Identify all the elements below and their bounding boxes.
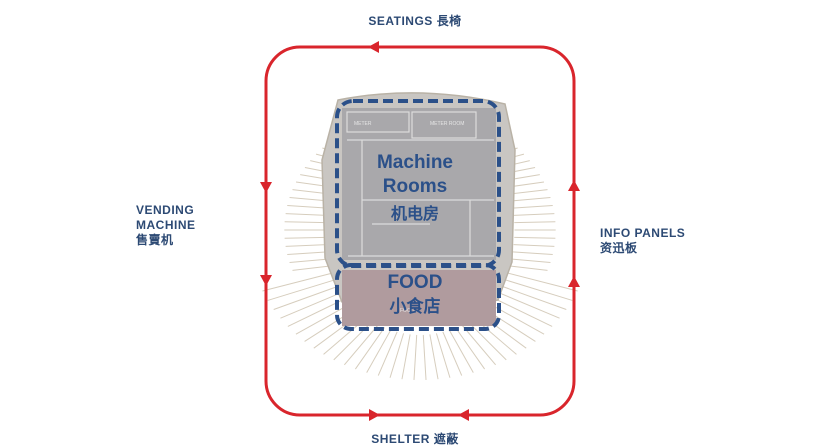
loop-arrow-bottom-right (458, 409, 469, 421)
zone-label-machine-rooms: Machine Rooms 机电房 (0, 151, 830, 227)
label-seatings: SEATINGS 長椅 (368, 14, 462, 28)
loop-arrow-right (568, 180, 580, 191)
circulation-loop (264, 45, 576, 417)
loop-arrow-bottom-left (369, 409, 380, 421)
loop-arrow-left-lower (260, 275, 272, 286)
zone-machine-en: Machine Rooms (376, 152, 454, 197)
plan-tag-food: FOOD (400, 308, 415, 314)
label-info-panels: INFO PANELS 资迅板 (600, 226, 685, 256)
food-floor (342, 270, 496, 326)
zone-food-zh: 小食店 (389, 297, 441, 316)
loop-arrow-left (260, 182, 272, 193)
loop-arrow-right-lower (568, 276, 580, 287)
label-info-panels-en: INFO PANELS (600, 226, 686, 240)
zone-label-food: FOOD 小食店 (0, 272, 830, 318)
label-vending-machine: VENDING MACHINE 售賣机 (136, 203, 206, 248)
label-info-panels-zh: 资迅板 (600, 241, 638, 255)
food-zone-outline (335, 263, 501, 331)
loop-arrow-top (368, 41, 379, 53)
zone-food-en: FOOD (387, 272, 443, 293)
plan-lines (346, 111, 494, 257)
label-vending-machine-en: VENDING MACHINE (136, 203, 196, 232)
zone-machine-zh: 机电房 (390, 206, 439, 223)
plan-tag-meter-room: METER ROOM (430, 121, 464, 127)
label-vending-machine-zh: 售賣机 (136, 233, 174, 247)
plan-tag-meter: METER (354, 121, 372, 127)
